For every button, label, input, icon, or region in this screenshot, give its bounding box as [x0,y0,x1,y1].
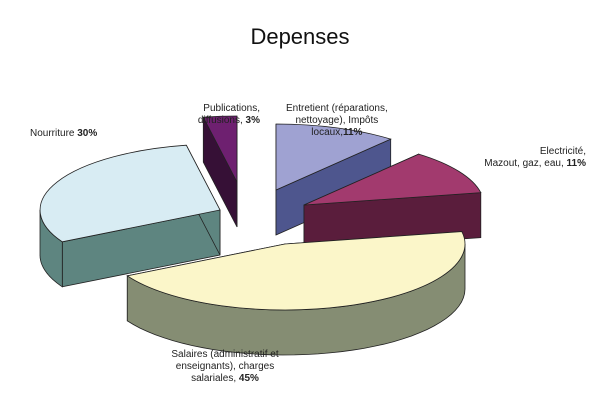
slice-top-face [39,144,221,243]
pie-slice-publications [202,115,238,228]
pie-slice-salaires [126,231,466,356]
slice-label-entretien: Entretient (réparations, nettoyage), Imp… [286,103,388,138]
slice-top-face [126,231,466,311]
chart-title: Depenses [250,24,350,49]
slice-top-face [275,123,392,191]
slice-label-salaires: Salaires (administratif et enseignants),… [171,349,279,384]
slice-label-nourriture: Nourriture 30% [30,128,98,139]
slice-label-publications: Publications, diffusions, 3% [197,103,260,126]
pie-slice-nourriture [39,144,221,288]
slice-top-face [202,115,238,183]
slice-top-face [303,153,482,206]
pie-slice-electricite [303,153,482,251]
slice-label-electricite: Electricité, Mazout, gaz, eau, 11% [484,146,586,169]
